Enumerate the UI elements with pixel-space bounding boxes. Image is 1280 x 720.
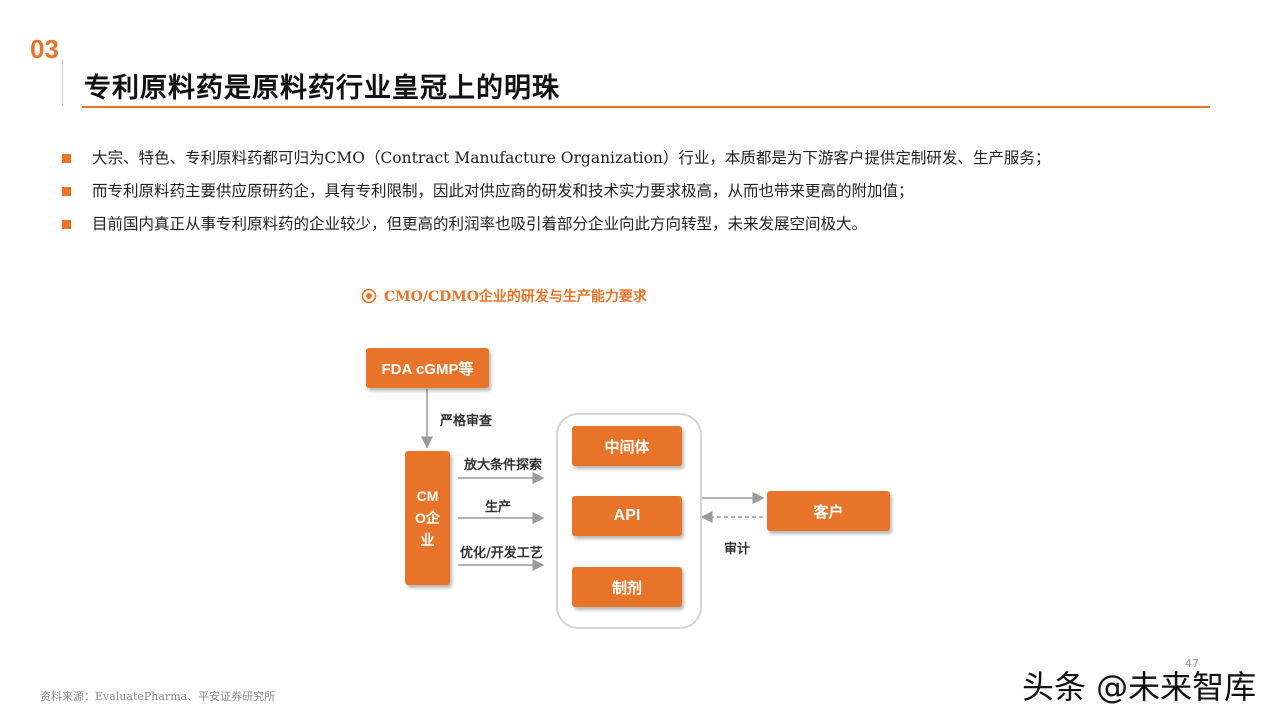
- product-label: 中间体: [604, 437, 650, 456]
- title-bracket-line: [62, 60, 83, 106]
- bullet-item: 目前国内真正从事专利原料药的企业较少，但更高的利润率也吸引着部分企业向此方向转型…: [62, 212, 1212, 245]
- title-underline: [82, 106, 1210, 108]
- bullet-square-icon: [62, 187, 71, 196]
- target-icon: [361, 288, 377, 304]
- cmo-enterprise-box: CMO企业: [405, 451, 450, 585]
- page-number: 47: [1185, 657, 1199, 670]
- review-label: 严格审查: [440, 414, 493, 429]
- bullet-text: 而专利原料药主要供应原研药企，具有专利限制，因此对供应商的研发和技术实力要求极高…: [92, 182, 914, 200]
- section-number: 03: [30, 34, 59, 64]
- bullet-item: 而专利原料药主要供应原研药企，具有专利限制，因此对供应商的研发和技术实力要求极高…: [62, 179, 1212, 212]
- bullet-square-icon: [62, 220, 71, 229]
- customer-label: 客户: [813, 502, 844, 521]
- bullet-square-icon: [62, 154, 71, 163]
- flow-label-process-dev: 优化/开发工艺: [460, 546, 543, 561]
- bullet-item: 大宗、特色、专利原料药都可归为CMO（Contract Manufacture …: [62, 146, 1212, 179]
- bullet-list: 大宗、特色、专利原料药都可归为CMO（Contract Manufacture …: [62, 146, 1212, 245]
- customer-box: 客户: [767, 491, 890, 531]
- product-label: 制剂: [611, 578, 642, 597]
- watermark-text: 头条 @未来智库: [1022, 668, 1257, 706]
- diagram-title-text: CMO/CDMO企业的研发与生产能力要求: [384, 289, 647, 305]
- product-box-formulation: 制剂: [572, 567, 682, 607]
- product-box-api: API: [572, 496, 682, 536]
- regulator-box: FDA cGMP等: [366, 348, 489, 388]
- product-box-intermediate: 中间体: [572, 426, 682, 466]
- diagram-title: CMO/CDMO企业的研发与生产能力要求: [361, 286, 647, 306]
- slide-title: 专利原料药是原料药行业皇冠上的明珠: [84, 73, 560, 104]
- bullet-text: 目前国内真正从事专利原料药的企业较少，但更高的利润率也吸引着部分企业向此方向转型…: [92, 215, 868, 233]
- bullet-text: 大宗、特色、专利原料药都可归为CMO（Contract Manufacture …: [92, 149, 1051, 167]
- source-note: 资料来源：EvaluatePharma、平安证券研究所: [40, 690, 276, 703]
- cmo-enterprise-label: CMO企业: [415, 488, 440, 548]
- flow-label-production: 生产: [485, 500, 512, 515]
- product-label: API: [613, 507, 641, 524]
- audit-label: 审计: [724, 542, 751, 557]
- flow-label-scale-up: 放大条件探索: [464, 458, 543, 473]
- regulator-box-label: FDA cGMP等: [381, 360, 474, 378]
